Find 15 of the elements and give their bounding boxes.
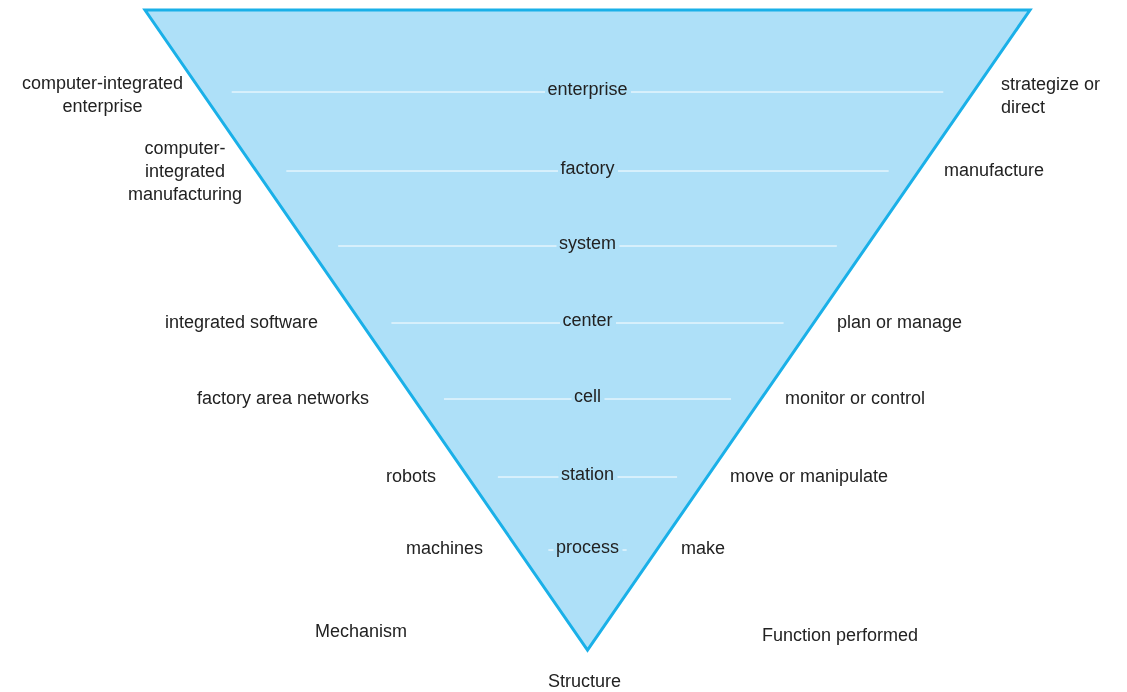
side-label: computer-integrated manufacturing	[126, 137, 244, 206]
side-label: robots	[386, 465, 437, 488]
side-label: manufacture	[944, 159, 1045, 182]
side-label: factory area networks	[197, 387, 370, 410]
side-label: computer-integrated enterprise	[20, 72, 185, 118]
side-label: plan or manage	[837, 311, 963, 334]
axis-caption: Structure	[548, 670, 622, 692]
axis-caption: Mechanism	[315, 620, 408, 643]
side-label: monitor or control	[785, 387, 926, 410]
side-label: make	[681, 537, 725, 560]
axis-caption: Function performed	[762, 624, 919, 647]
side-label: strategize or direct	[1001, 73, 1102, 119]
side-label: machines	[406, 537, 484, 560]
side-label: move or manipulate	[730, 465, 889, 488]
side-label: integrated software	[165, 311, 319, 334]
